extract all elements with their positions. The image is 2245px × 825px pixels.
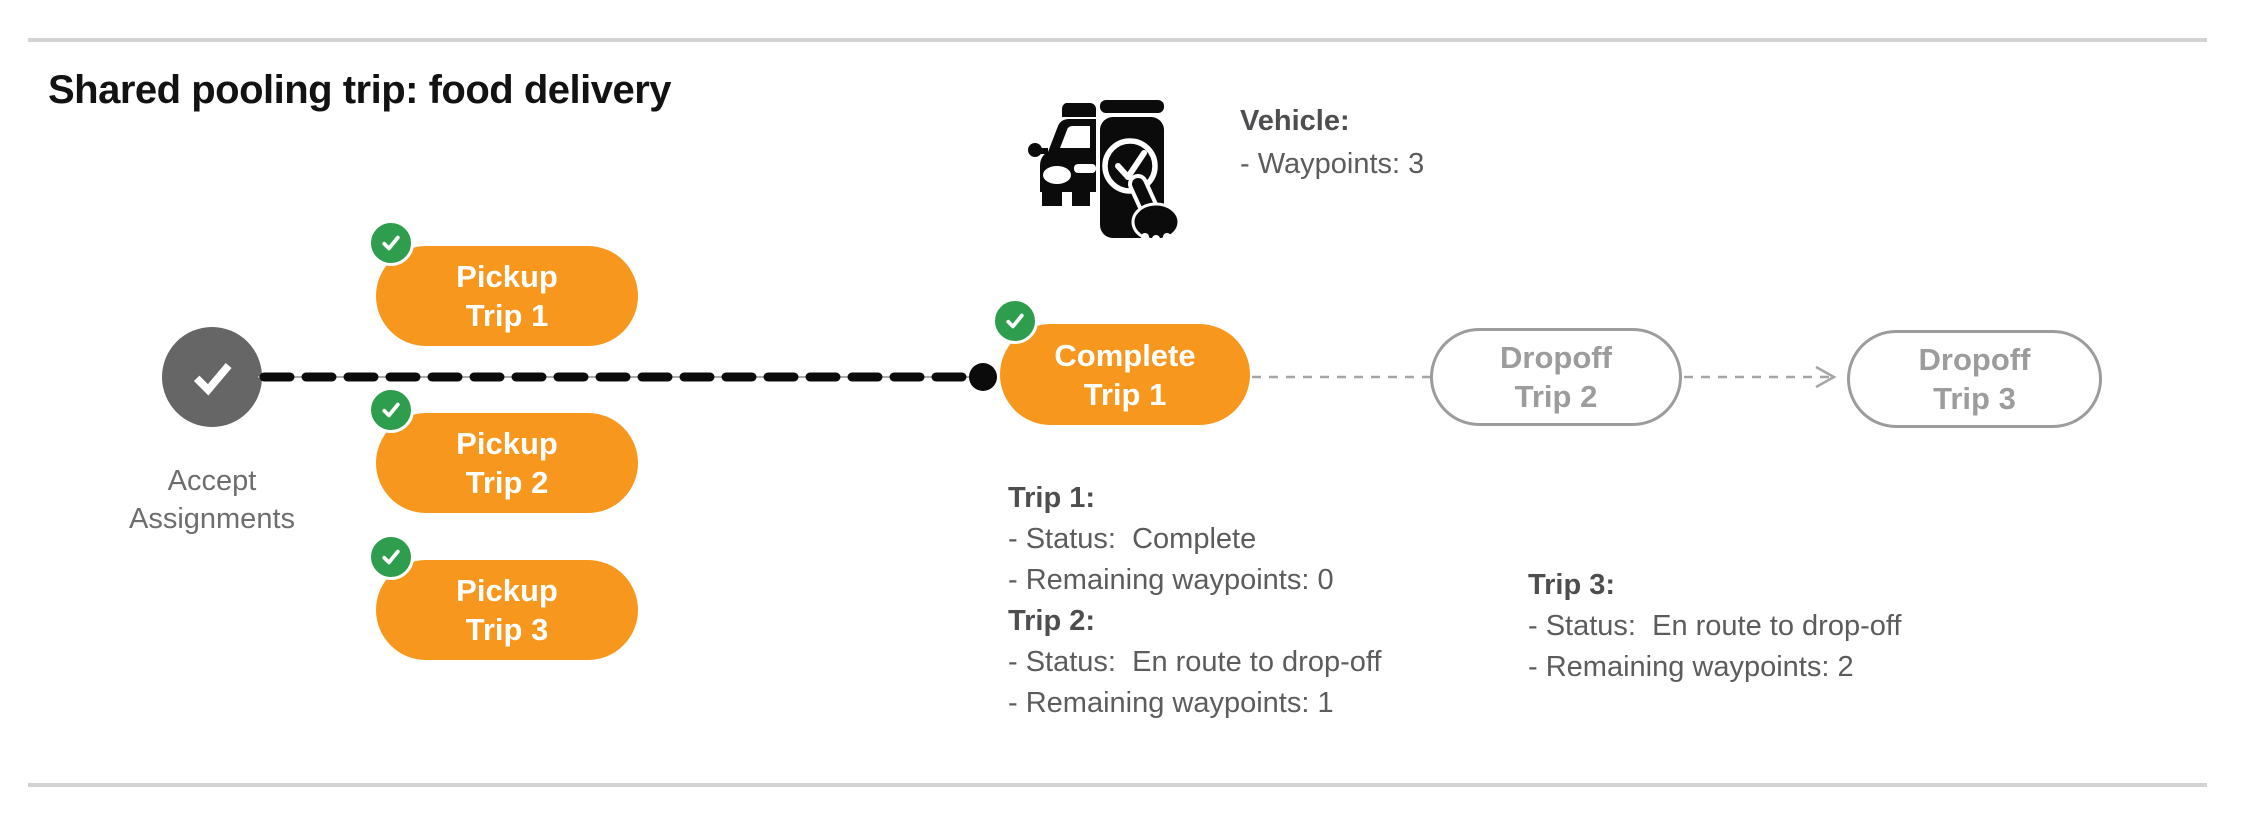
accept-assignments-node <box>162 327 262 427</box>
trip-1-heading: Trip 1: <box>1008 482 1096 514</box>
node-complete-trip-1: Complete Trip 1 <box>992 298 1250 425</box>
car-phone-check-icon <box>1028 100 1181 243</box>
check-badge-icon <box>992 298 1038 344</box>
accept-assignments-label: Accept Assignments <box>128 465 295 535</box>
top-divider <box>28 38 2207 42</box>
trip-status-block-left: Trip 1: - Status: Complete - Remaining w… <box>1008 478 1381 724</box>
pill-label-line1: Pickup <box>456 259 558 294</box>
pill-label-line2: Trip 1 <box>465 298 549 333</box>
trip-3-heading: Trip 3: <box>1528 569 1616 601</box>
vehicle-heading: Vehicle: <box>1240 105 1350 137</box>
pill-label-line2: Trip 3 <box>465 612 549 647</box>
dashed-connector-arrow <box>1684 365 1837 389</box>
pill-label-line1: Dropoff <box>1500 340 1612 375</box>
pill-label-line2: Trip 2 <box>1514 379 1598 414</box>
pill-label-line1: Pickup <box>456 573 558 608</box>
node-pickup-trip-1: Pickup Trip 1 <box>368 220 638 346</box>
pill-label-line1: Dropoff <box>1918 342 2031 377</box>
trip-status-block-right: Trip 3: - Status: En route to drop-off -… <box>1528 565 1901 688</box>
pill-label-line1: Complete <box>1054 337 1196 373</box>
bottom-divider <box>28 783 2207 787</box>
vehicle-caption: Vehicle: - Waypoints: 3 <box>1240 100 1424 186</box>
check-icon <box>193 363 232 396</box>
trip-2-heading: Trip 2: <box>1008 605 1096 637</box>
pill-label-line2: Trip 2 <box>465 465 549 500</box>
trip-3-waypoints: - Remaining waypoints: 2 <box>1528 651 1854 683</box>
page-title: Shared pooling trip: food delivery <box>48 68 672 112</box>
check-badge-icon <box>368 220 414 266</box>
node-pickup-trip-2: Pickup Trip 2 <box>368 387 638 513</box>
pill-label-line2: Trip 3 <box>1933 381 2016 416</box>
node-dropoff-trip-3: Dropoff Trip 3 <box>1847 330 2102 428</box>
trip-2-status: - Status: En route to drop-off <box>1008 646 1382 678</box>
node-pickup-trip-3: Pickup Trip 3 <box>368 534 638 660</box>
arrowhead-right-icon <box>1815 365 1837 389</box>
trip-1-waypoints: - Remaining waypoints: 0 <box>1008 564 1334 596</box>
dashed-connector <box>1252 375 1430 379</box>
route-dashed-line <box>258 363 997 391</box>
route-endpoint-dot <box>969 363 997 391</box>
vehicle-waypoints: - Waypoints: 3 <box>1240 148 1425 180</box>
check-badge-icon <box>368 534 414 580</box>
node-dropoff-trip-2: Dropoff Trip 2 <box>1430 328 1682 426</box>
pill-label-line2: Trip 1 <box>1083 376 1167 412</box>
trip-3-status: - Status: En route to drop-off <box>1528 610 1902 642</box>
trip-2-waypoints: - Remaining waypoints: 1 <box>1008 687 1334 719</box>
pill-label-line1: Pickup <box>456 426 558 461</box>
trip-1-status: - Status: Complete <box>1008 523 1257 555</box>
check-badge-icon <box>368 387 414 433</box>
